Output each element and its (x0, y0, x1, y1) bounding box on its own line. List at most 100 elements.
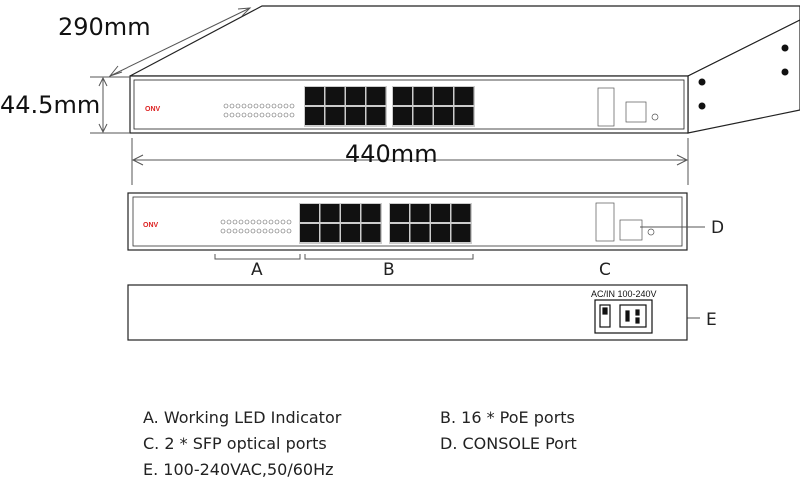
poe-port[interactable] (431, 224, 450, 242)
brand-logo-top: ONV (145, 106, 161, 113)
poe-port[interactable] (393, 87, 412, 105)
poe-port[interactable] (431, 204, 450, 222)
led-indicator (268, 228, 274, 234)
poe-port[interactable] (300, 224, 319, 242)
poe-port[interactable] (341, 204, 360, 222)
poe-port[interactable] (366, 87, 386, 105)
led-indicator (238, 228, 244, 234)
brand-logo: ONV (143, 222, 159, 229)
led-indicator (256, 219, 262, 225)
led-indicator (265, 103, 271, 109)
poe-port[interactable] (454, 87, 474, 105)
poe-port[interactable] (390, 224, 409, 242)
led-indicator (241, 103, 247, 109)
led-indicator (253, 103, 259, 109)
led-indicator (268, 219, 274, 225)
poe-port[interactable] (410, 224, 430, 242)
led-indicator (244, 228, 250, 234)
poe-port[interactable] (325, 87, 345, 105)
sfp-console-area (595, 87, 659, 242)
poe-port[interactable] (305, 107, 324, 125)
led-indicator (229, 112, 235, 118)
callout-e: E (706, 310, 717, 330)
led-indicator (235, 103, 241, 109)
led-indicator (220, 228, 226, 234)
led-indicator (229, 103, 235, 109)
led-indicator (259, 103, 265, 109)
led-indicator (277, 112, 283, 118)
poe-port[interactable] (320, 224, 340, 242)
poe-port[interactable] (361, 224, 381, 242)
led-indicator (244, 219, 250, 225)
led-indicator (280, 219, 286, 225)
legend-a: A. Working LED Indicator (143, 408, 342, 427)
poe-port[interactable] (346, 107, 365, 125)
poe-port[interactable] (454, 107, 474, 125)
poe-port[interactable] (346, 87, 365, 105)
poe-port[interactable] (393, 107, 412, 125)
led-indicator (283, 112, 289, 118)
poe-port[interactable] (390, 204, 409, 222)
led-indicator (259, 112, 265, 118)
led-indicator (220, 219, 226, 225)
poe-port[interactable] (341, 224, 360, 242)
callout-b: B (383, 260, 395, 280)
sfp-port-top (597, 87, 615, 127)
console-port-top (625, 101, 647, 123)
poe-port[interactable] (410, 204, 430, 222)
poe-port[interactable] (320, 204, 340, 222)
power-switch (599, 304, 611, 328)
led-indicator (253, 112, 259, 118)
legend-b: B. 16 * PoE ports (440, 408, 575, 427)
width-dimension: 440mm (345, 140, 438, 168)
led-indicator (232, 219, 238, 225)
callout-c: C (599, 260, 611, 280)
console-port (619, 219, 643, 241)
legend-c: C. 2 * SFP optical ports (143, 434, 327, 453)
ac-socket (619, 304, 647, 328)
poe-port[interactable] (325, 107, 345, 125)
poe-port[interactable] (434, 107, 453, 125)
power-label: AC/IN 100-240V (591, 289, 657, 299)
led-indicator (271, 112, 277, 118)
poe-ports (299, 86, 475, 244)
led-indicator (262, 219, 268, 225)
led-indicator (223, 112, 229, 118)
poe-port[interactable] (305, 87, 324, 105)
poe-port[interactable] (451, 224, 471, 242)
led-indicator (286, 219, 292, 225)
rear-panel (127, 284, 688, 341)
callout-a: A (251, 260, 263, 280)
callout-d: D (711, 218, 724, 238)
led-indicator (274, 219, 280, 225)
poe-port[interactable] (361, 204, 381, 222)
led-indicator (235, 112, 241, 118)
poe-port[interactable] (366, 107, 386, 125)
depth-dimension: 290mm (58, 13, 151, 41)
led-indicator (250, 228, 256, 234)
led-indicator (289, 112, 295, 118)
led-indicator (247, 103, 253, 109)
led-indicator (256, 228, 262, 234)
rack-holes (698, 44, 789, 110)
led-indicator (241, 112, 247, 118)
legend-d: D. CONSOLE Port (440, 434, 577, 453)
poe-port[interactable] (413, 87, 433, 105)
led-indicator (271, 103, 277, 109)
led-indicator (283, 103, 289, 109)
chassis-top (129, 5, 800, 77)
poe-port[interactable] (434, 87, 453, 105)
led-indicator (274, 228, 280, 234)
poe-port[interactable] (300, 204, 319, 222)
led-indicator (286, 228, 292, 234)
led-indicator (238, 219, 244, 225)
led-indicator (277, 103, 283, 109)
led-indicator (289, 103, 295, 109)
poe-port[interactable] (451, 204, 471, 222)
sfp-port (595, 202, 615, 242)
poe-port[interactable] (413, 107, 433, 125)
led-indicator (265, 112, 271, 118)
led-indicator (280, 228, 286, 234)
